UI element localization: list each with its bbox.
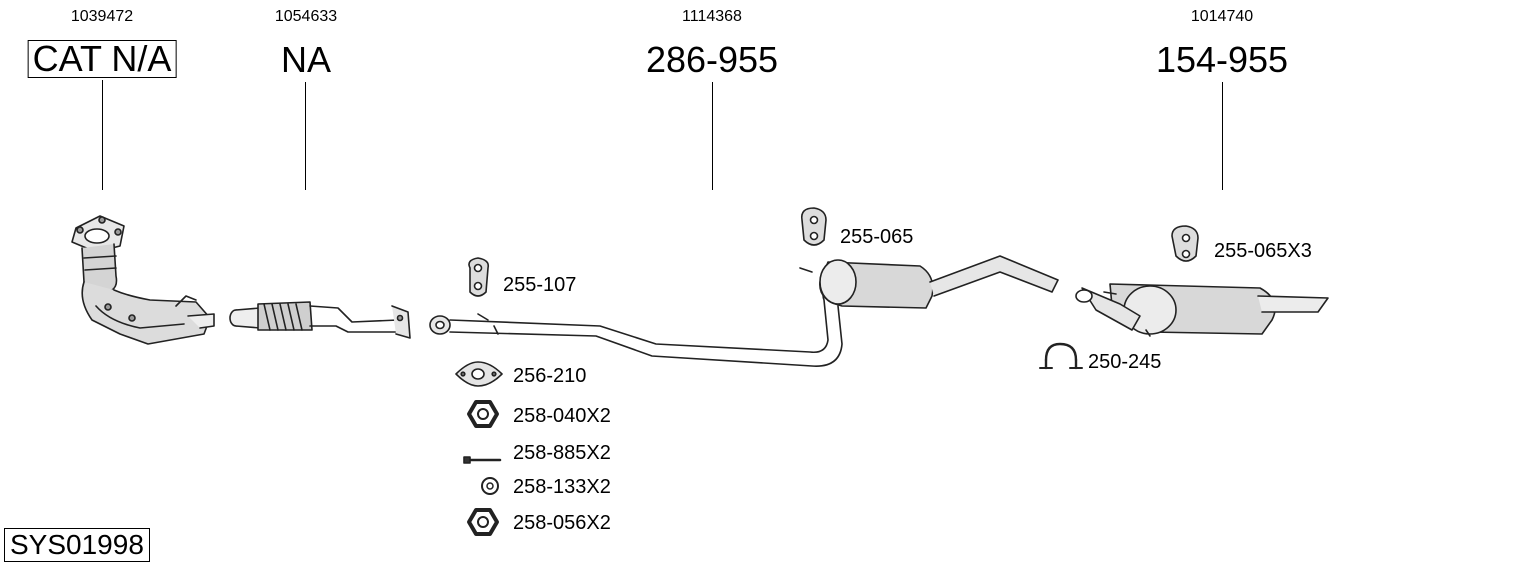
middle-pipe [429, 267, 843, 367]
part-label-nut-small: 258-056X2 [513, 512, 611, 534]
part-code: 154-955 [1155, 39, 1289, 80]
rubber-hanger-icon [468, 257, 490, 297]
centre-silencer [819, 255, 1059, 309]
rear-silencer [1075, 283, 1329, 337]
gasket-icon [455, 361, 503, 387]
part-label-hanger-mid: 255-065 [840, 226, 914, 248]
leader-line [102, 80, 103, 190]
leader-line [712, 82, 713, 190]
part-code: NA [280, 39, 332, 80]
part-code: CAT N/A [27, 40, 177, 78]
part-label-gasket: 256-210 [513, 365, 587, 387]
washer-icon [481, 477, 499, 495]
oem-number: 1054633 [274, 8, 338, 25]
catalytic-converter [71, 215, 215, 345]
clamp-icon [1039, 342, 1083, 370]
bolt-icon [463, 456, 502, 464]
rubber-hanger-icon [1171, 225, 1199, 262]
system-id: SYS01998 [4, 528, 150, 562]
hex-nut-icon [467, 400, 499, 428]
front-pipe [229, 301, 411, 339]
leader-line [305, 82, 306, 190]
oem-number: 1114368 [682, 8, 742, 25]
oem-number: 1014740 [1190, 8, 1254, 25]
part-label-hanger-front: 255-107 [503, 274, 577, 296]
oem-number: 1039472 [70, 8, 134, 25]
leader-line [1222, 82, 1223, 190]
part-label-bolt: 258-885X2 [513, 442, 611, 464]
rubber-hanger-icon [800, 207, 827, 246]
part-code: 286-955 [645, 39, 779, 80]
part-label-washer: 258-133X2 [513, 476, 611, 498]
part-label-hanger-rear: 255-065X3 [1214, 240, 1312, 262]
hex-nut-icon [467, 508, 499, 536]
part-label-nut-large: 258-040X2 [513, 405, 611, 427]
part-label-clamp: 250-245 [1088, 351, 1162, 373]
